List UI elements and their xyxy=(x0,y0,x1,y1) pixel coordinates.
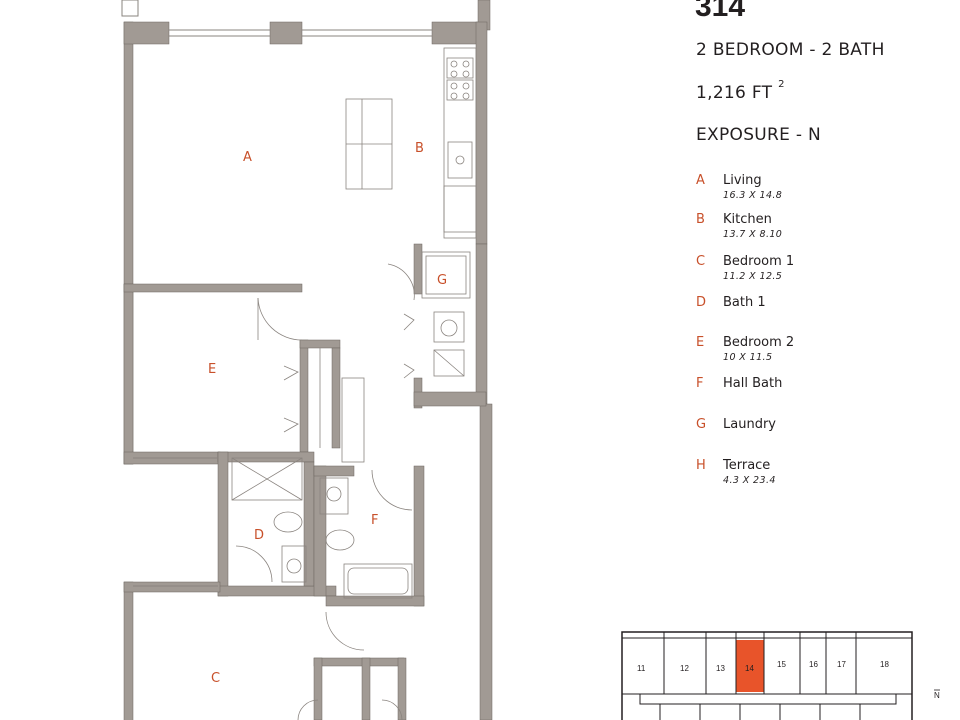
legend-room-name: Living xyxy=(723,173,762,188)
kitchen-fixtures xyxy=(345,47,477,239)
room-label-c: C xyxy=(211,671,220,686)
legend-key: E xyxy=(696,335,705,350)
unit-area-value: 1,216 FT xyxy=(696,83,773,103)
key-plan: 11 12 13 14 15 16 17 18 N xyxy=(621,631,940,720)
unit-area: 1,216 FT 2 xyxy=(696,79,785,103)
legend-room-name: Terrace xyxy=(723,458,771,473)
room-label-a: A xyxy=(243,150,252,165)
door-swings xyxy=(235,263,415,720)
legend-room-name: Bedroom 1 xyxy=(723,254,795,269)
key-unit-12: 12 xyxy=(680,664,689,673)
legend-key: A xyxy=(696,173,705,188)
key-unit-16: 16 xyxy=(809,660,818,669)
unit-exposure: EXPOSURE - N xyxy=(696,125,822,145)
key-unit-18: 18 xyxy=(880,660,889,669)
legend-key: H xyxy=(696,458,706,473)
room-label-e: E xyxy=(208,362,216,377)
room-label-f: F xyxy=(371,513,378,528)
walls xyxy=(123,0,493,720)
room-label-g: G xyxy=(437,273,447,288)
key-unit-15: 15 xyxy=(777,660,786,669)
unit-layout: 2 BEDROOM - 2 BATH xyxy=(696,40,885,60)
legend-room-name: Laundry xyxy=(723,417,776,432)
laundry-fixtures xyxy=(421,251,471,377)
room-label-b: B xyxy=(415,141,424,156)
legend-room-dims: 10 X 11.5 xyxy=(723,352,773,363)
legend-room-dims: 16.3 X 14.8 xyxy=(723,190,783,201)
room-labels: A B C D E F G xyxy=(208,141,447,686)
key-unit-11: 11 xyxy=(637,664,646,673)
legend-room-name: Hall Bath xyxy=(723,376,783,391)
legend-room-name: Kitchen xyxy=(723,212,772,227)
key-unit-13: 13 xyxy=(716,664,725,673)
key-unit-17: 17 xyxy=(837,660,846,669)
legend-room-dims: 11.2 X 12.5 xyxy=(723,271,783,282)
legend-room-name: Bath 1 xyxy=(723,295,766,310)
legend-key: C xyxy=(696,254,706,269)
legend-room-name: Bedroom 2 xyxy=(723,335,795,350)
windows xyxy=(121,0,432,587)
north-arrow-icon: N xyxy=(934,691,940,700)
room-label-d: D xyxy=(254,528,264,543)
legend-room-dims: 4.3 X 23.4 xyxy=(723,475,776,486)
bath-fixtures xyxy=(231,457,413,599)
closet-shelving xyxy=(319,348,365,463)
legend-key: G xyxy=(696,417,707,432)
unit-area-unit-superscript: 2 xyxy=(778,79,785,91)
legend-key: D xyxy=(696,295,707,310)
legend-room-dims: 13.7 X 8.10 xyxy=(723,229,783,240)
legend-key: F xyxy=(696,376,704,391)
key-unit-14: 14 xyxy=(745,664,754,673)
unit-number: 314 xyxy=(695,0,746,23)
key-unit-14-highlight xyxy=(736,640,764,692)
legend-key: B xyxy=(696,212,705,227)
